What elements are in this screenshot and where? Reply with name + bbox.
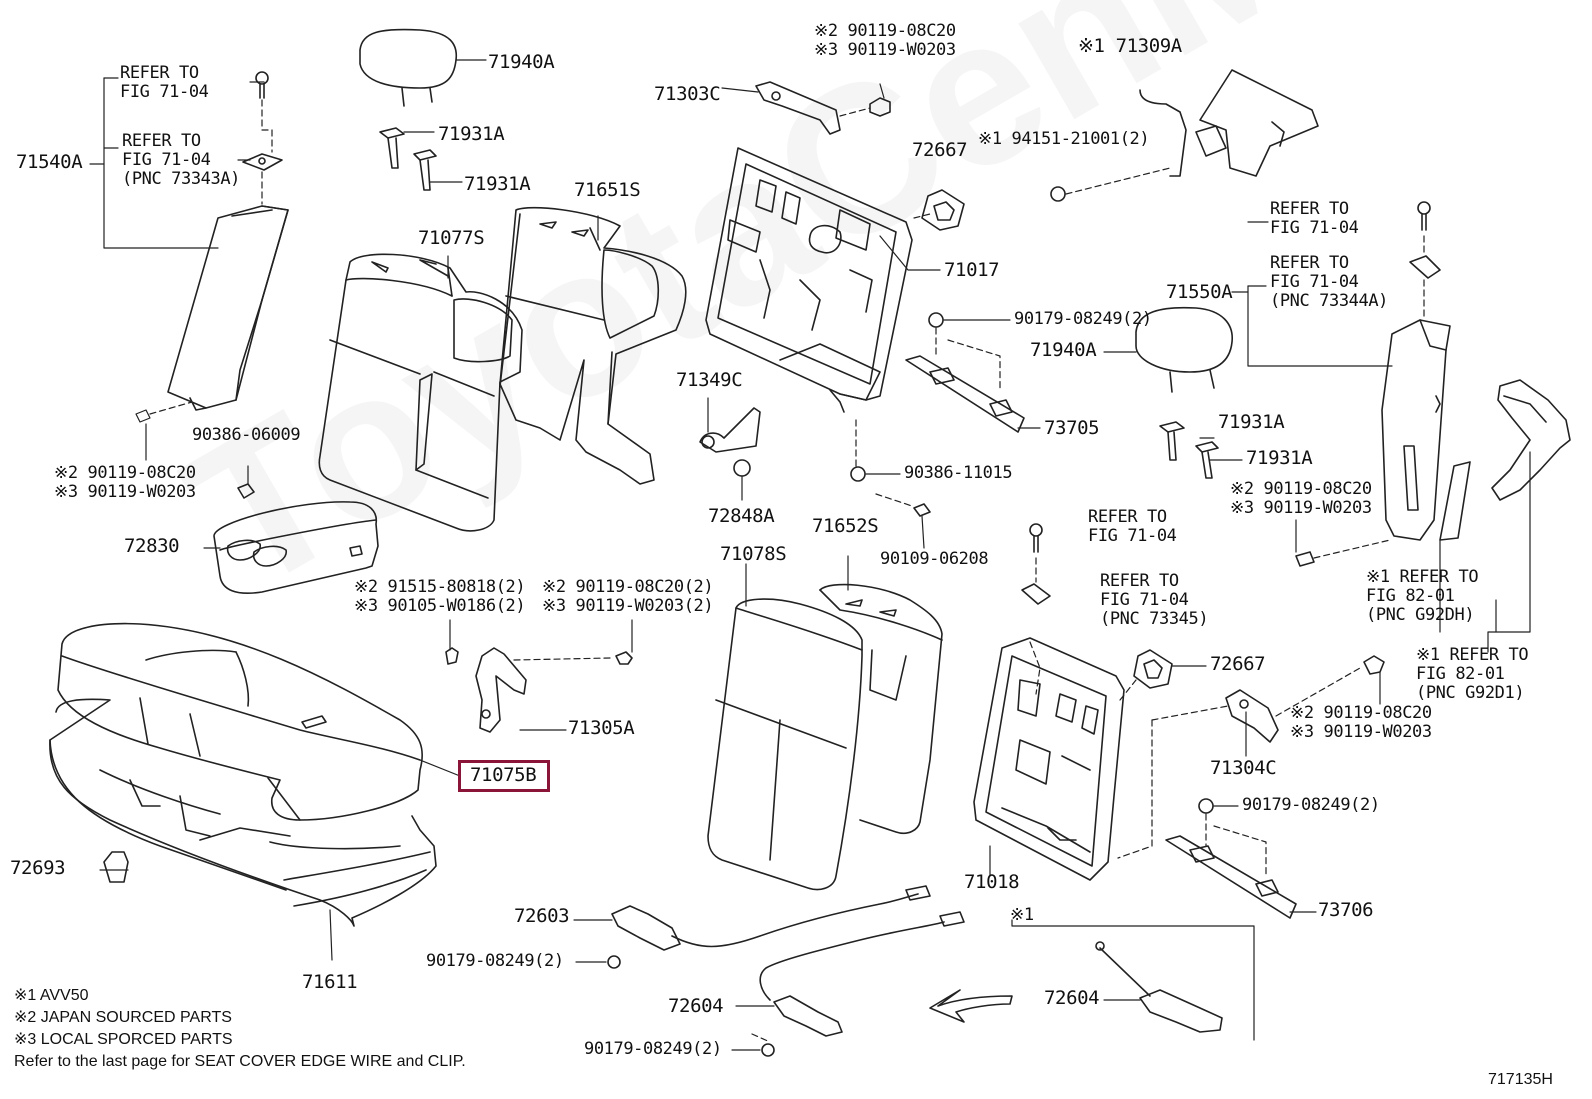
label-refer-fig-71-04-pnc-73344a: REFER TO FIG 71-04 (PNC 73344A) — [1270, 253, 1389, 311]
cable-72604-right — [929, 919, 1255, 1041]
bracket-71304c — [1117, 655, 1385, 859]
label-refer-fig-71-04-c: REFER TO FIG 71-04 — [1088, 507, 1177, 546]
headrest-71940a-right — [1103, 306, 1233, 479]
label-71303c: 71303C — [654, 83, 721, 105]
label-71304c: 71304C — [1210, 757, 1277, 779]
label-73705: 73705 — [1044, 417, 1100, 439]
label-71940a-right: 71940A — [1030, 339, 1097, 361]
highlight-frame-71075b — [458, 760, 550, 792]
seat-cushion-71075b — [57, 622, 424, 821]
rail-73705 — [905, 312, 1041, 433]
legend-line-4: Refer to the last page for SEAT COVER ED… — [14, 1053, 466, 1070]
label-71017: 71017 — [944, 259, 1000, 281]
cover-72667-bottom — [1119, 649, 1207, 701]
label-72693: 72693 — [10, 857, 66, 879]
label-71077s: 71077S — [418, 227, 485, 249]
seat-back-71651s — [499, 206, 687, 485]
label-90179-08249-d: 90179-08249(2) — [584, 1039, 722, 1059]
label-refer-fig-71-04-pnc-73343a: REFER TO FIG 71-04 (PNC 73343A) — [122, 131, 241, 189]
label-72667-top: 72667 — [912, 139, 968, 161]
label-bolt-91515: ※2 91515-80818(2) ※3 90105-W0186(2) — [354, 577, 526, 616]
label-71078s: 71078S — [720, 543, 787, 565]
bracket-71303c — [721, 81, 891, 135]
label-refer-fig-71-04-a: REFER TO FIG 71-04 — [120, 63, 209, 102]
seat-frame-71017 — [705, 147, 913, 413]
label-refer-fig-82-01-g92dh: ※1 REFER TO FIG 82-01 (PNC G92DH) — [1366, 567, 1479, 625]
label-bolt-08c20-2: ※2 90119-08C20(2) ※3 90119-W0203(2) — [542, 577, 714, 616]
label-bolt-left: ※2 90119-08C20 ※3 90119-W0203 — [54, 463, 196, 502]
cover-72667-top — [913, 189, 965, 231]
pillar-trim-71540a-drawing — [167, 71, 289, 411]
label-90386-11015: 90386-11015 — [904, 463, 1013, 483]
label-bolt-top-center: ※2 90119-08C20 ※3 90119-W0203 — [814, 21, 956, 60]
pillar-trim-71550a — [1231, 201, 1451, 567]
hinge-71309a — [1050, 69, 1319, 202]
legend-line-2: ※2 JAPAN SOURCED PARTS — [14, 1009, 232, 1026]
label-71931a-2: 71931A — [464, 173, 531, 195]
legend-line-1: ※1 AVV50 — [14, 987, 89, 1004]
hinge-right-far — [1439, 379, 1571, 653]
figure-id: 717135H — [1488, 1071, 1553, 1088]
label-90386-06009: 90386-06009 — [192, 425, 301, 445]
label-71305a: 71305A — [568, 717, 635, 739]
label-71611: 71611 — [302, 971, 358, 993]
label-71075b: 71075B — [470, 764, 537, 786]
armrest-72830 — [213, 465, 379, 594]
label-71651s: 71651S — [574, 179, 641, 201]
label-90179-08249-a: 90179-08249(2) — [1014, 309, 1152, 329]
label-71931a-1: 71931A — [438, 123, 505, 145]
cable-72604-left — [731, 911, 965, 1057]
label-refer-fig-82-01-g92d1: ※1 REFER TO FIG 82-01 (PNC G92D1) — [1416, 645, 1529, 703]
rail-73706 — [1165, 798, 1317, 919]
label-bolt-71304c: ※2 90119-08C20 ※3 90119-W0203 — [1290, 703, 1432, 742]
label-94151-21001: ※1 94151-21001(2) — [978, 129, 1150, 149]
seat-back-71077s — [318, 253, 523, 532]
headrest-71940a-top — [359, 28, 487, 191]
label-71940a-top: 71940A — [488, 51, 555, 73]
label-90179-08249-c: 90179-08249(2) — [426, 951, 564, 971]
label-71309a: ※1 71309A — [1078, 35, 1182, 57]
label-72604-right: 72604 — [1044, 987, 1100, 1009]
pillar-trim-71540a-leaders — [89, 77, 273, 461]
label-90109-06208: 90109-06208 — [880, 549, 989, 569]
label-71931a-3: 71931A — [1218, 411, 1285, 433]
label-bolt-right: ※2 90119-08C20 ※3 90119-W0203 — [1230, 479, 1372, 518]
label-90179-08249-b: 90179-08249(2) — [1242, 795, 1380, 815]
seat-back-71078s — [707, 598, 863, 891]
label-71652s: 71652S — [812, 515, 879, 537]
label-refer-fig-71-04-pnc-73345: REFER TO FIG 71-04 (PNC 73345) — [1100, 571, 1209, 629]
fasteners-center — [850, 419, 931, 549]
label-72848a: 72848A — [708, 505, 775, 527]
label-71349c: 71349C — [676, 369, 743, 391]
misc-leaders — [99, 215, 1243, 961]
label-72667-bottom: 72667 — [1210, 653, 1266, 675]
cover-71349c — [699, 397, 761, 501]
label-note-star1: ※1 — [1010, 905, 1034, 925]
label-71540a: 71540A — [16, 151, 83, 173]
label-72604-left: 72604 — [668, 995, 724, 1017]
seat-back-71652s — [819, 583, 943, 835]
cable-72603 — [573, 885, 931, 969]
label-73706: 73706 — [1318, 899, 1374, 921]
seat-frame-71018 — [973, 523, 1125, 881]
label-71550a: 71550A — [1166, 281, 1233, 303]
bracket-71305a — [445, 619, 633, 733]
label-72603: 72603 — [514, 905, 570, 927]
seat-cushion-71611 — [49, 698, 437, 927]
label-71018: 71018 — [964, 871, 1020, 893]
label-71931a-4: 71931A — [1246, 447, 1313, 469]
label-72830: 72830 — [124, 535, 180, 557]
legend-line-3: ※3 LOCAL SPORCED PARTS — [14, 1031, 233, 1048]
label-refer-fig-71-04-b: REFER TO FIG 71-04 — [1270, 199, 1359, 238]
